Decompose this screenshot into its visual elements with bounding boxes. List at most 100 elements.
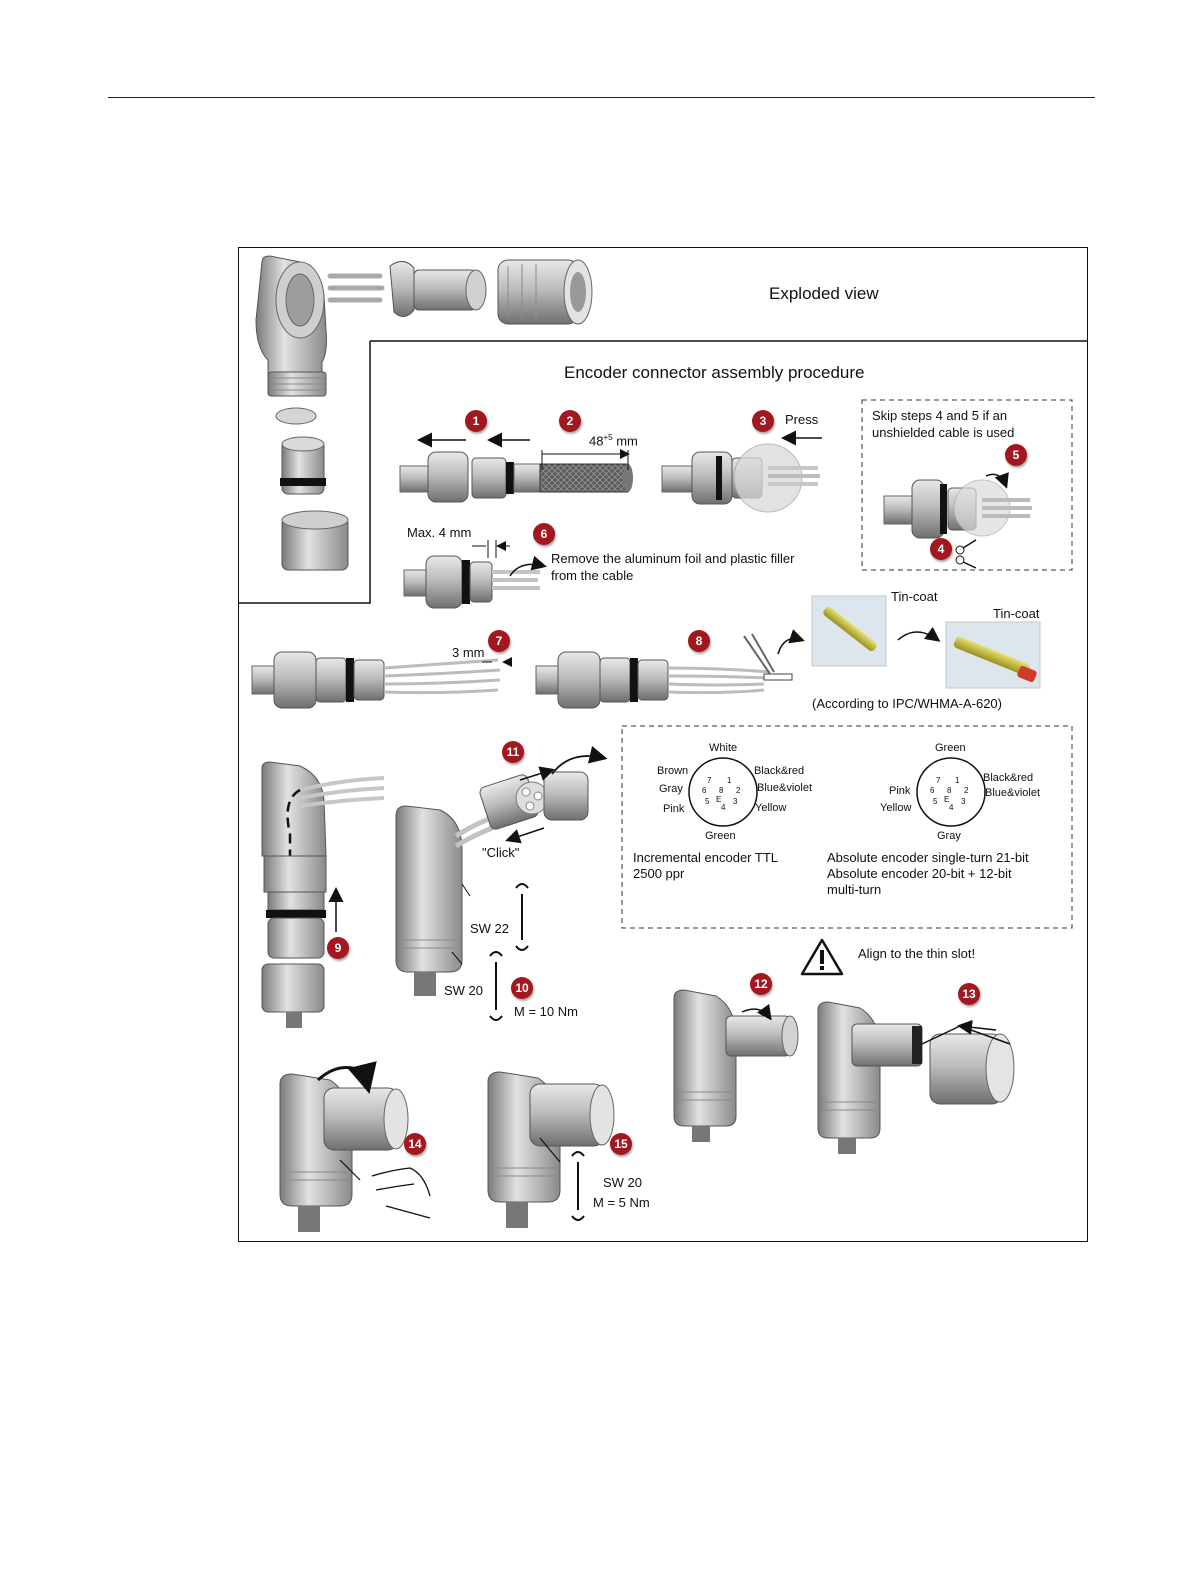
absolute-pin-top: Green [935,742,966,754]
inc-pin-e: E [716,795,722,804]
exploded-coupling-nut [497,259,593,325]
max-4mm-label: Max. 4 mm [407,525,472,540]
pinout-box [621,725,1073,929]
frame-divider [238,340,1088,604]
remove-foil-line2: from the cable [551,568,634,583]
tin-coat-before [811,595,887,667]
step-badge-2: 2 [559,410,581,432]
step-12-housing [673,989,799,1142]
absolute-caption-line3: multi-turn [827,882,882,897]
click-label: "Click" [482,845,520,860]
step-badge-10: 10 [511,977,533,999]
exploded-clamp [280,436,326,495]
sw22-label: SW 22 [470,921,510,936]
exploded-nut [281,510,349,571]
figure-frame [238,247,1088,1242]
absolute-pin-left2: Yellow [880,802,912,814]
abs-pin-7: 7 [936,776,941,785]
skip-note-line2: unshielded cable is used [872,425,1015,440]
abs-pin-3: 3 [961,797,966,806]
inc-pin-2: 2 [736,786,741,795]
tin-coat-after [945,621,1041,689]
step-15-housing [487,1071,615,1228]
wrench-icon [571,1151,585,1221]
incremental-pin-right1: Black&red [754,765,805,777]
step-8-cable [535,629,805,709]
procedure-title: Encoder connector assembly procedure [564,363,865,382]
strip-3mm-label: 3 mm [452,645,485,660]
warning-icon [800,938,844,976]
absolute-pin-right1: Black&red [983,772,1034,784]
tin-coat-label-2: Tin-coat [993,606,1040,621]
incremental-pin-bottom: Green [705,830,736,842]
step-badge-9: 9 [327,937,349,959]
exploded-housing [255,255,327,397]
absolute-pin-left1: Pink [889,785,911,797]
step-badge-5: 5 [1005,444,1027,466]
step-badge-11: 11 [502,741,524,763]
inc-pin-1: 1 [727,776,732,785]
abs-pin-e: E [944,795,950,804]
incremental-pin-right2: Blue&violet [757,782,813,794]
exploded-view-title: Exploded view [769,284,879,303]
step-1-2-cable [399,432,633,503]
ipc-note: (According to IPC/WHMA-A-620) [812,696,1002,711]
hand-icon [371,1167,431,1219]
inc-pin-3: 3 [733,797,738,806]
incremental-pin-right3: Yellow [755,802,787,814]
absolute-caption-line2: Absolute encoder 20-bit + 12-bit [827,866,1012,881]
scissors-icon [955,539,977,569]
step-badge-8: 8 [688,630,710,652]
step-7-cable [251,651,512,709]
step-badge-7: 7 [488,630,510,652]
step-badge-12: 12 [750,973,772,995]
inc-pin-7: 7 [707,776,712,785]
skip-note-line1: Skip steps 4 and 5 if an [872,408,1008,423]
incremental-pin-top: White [709,742,738,754]
strip-length-label: 48+5 mm [589,433,638,449]
absolute-pin-right2: Blue&violet [985,787,1041,799]
step-13-housing [817,1001,1015,1154]
step-badge-15: 15 [610,1133,632,1155]
sw20-step10-label: SW 20 [444,983,484,998]
step-6-cable [403,540,547,609]
abs-pin-5: 5 [933,797,938,806]
inc-pin-4: 4 [721,803,726,812]
tin-coat-label-1: Tin-coat [891,589,938,604]
step-14-housing [279,1061,431,1232]
header-rule [108,97,1095,98]
torque-10-label: M = 10 Nm [514,1004,578,1019]
abs-pin-2: 2 [964,786,969,795]
sw20-step15-label: SW 20 [603,1175,643,1190]
exploded-washer [275,407,317,425]
step-9-assembly [261,761,385,1028]
step-badge-3: 3 [752,410,774,432]
step-badge-1: 1 [465,410,487,432]
skip-steps-box [861,399,1073,571]
inc-pin-5: 5 [705,797,710,806]
step-badge-14: 14 [404,1133,426,1155]
abs-pin-4: 4 [949,803,954,812]
torque-5-label: M = 5 Nm [593,1195,650,1210]
inc-pin-6: 6 [702,786,707,795]
absolute-pin-bottom: Gray [937,830,961,842]
tin-coat-arrow [897,626,941,642]
step-10-11-housing [395,745,608,1021]
step-badge-4: 4 [930,538,952,560]
absolute-caption-line1: Absolute encoder single-turn 21-bit [827,850,1029,865]
wrench-icon [515,883,529,951]
step-badge-13: 13 [958,983,980,1005]
remove-foil-line1: Remove the aluminum foil and plastic fil… [551,551,795,566]
pinout-circle-incremental [688,757,758,827]
step-3-press [661,430,822,513]
incremental-caption-line1: Incremental encoder TTL [633,850,778,865]
exploded-insert [389,261,487,317]
align-slot-label: Align to the thin slot! [858,946,976,961]
wrench-icon [489,951,503,1021]
exploded-pins [327,273,385,303]
abs-pin-8: 8 [947,786,952,795]
pinout-circle-absolute [916,757,986,827]
step-badge-6: 6 [533,523,555,545]
abs-pin-1: 1 [955,776,960,785]
